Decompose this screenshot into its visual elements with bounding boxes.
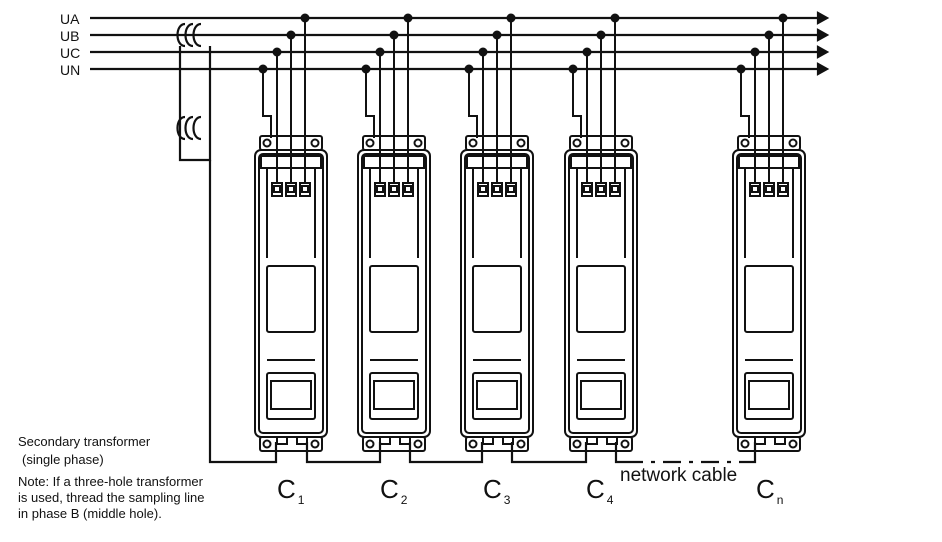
device-caption-sub: n: [777, 493, 784, 507]
device-wiring-5: [740, 18, 784, 183]
note-line2: is used, thread the sampling line: [18, 490, 204, 505]
bus-label-un: UN: [60, 62, 80, 78]
device-caption-sub: 2: [401, 493, 408, 507]
device-unit-1: [254, 135, 328, 452]
device-caption-main: C: [483, 474, 502, 504]
device-wiring-1: [262, 18, 306, 183]
bus-label-uc: UC: [60, 45, 80, 61]
device-unit-2: [357, 135, 431, 452]
device-caption-sub: 4: [607, 493, 614, 507]
device-caption-main: C: [277, 474, 296, 504]
device-caption-main: C: [380, 474, 399, 504]
junction-dots-2: [361, 13, 413, 74]
bus-lines: [90, 11, 830, 76]
note-line3: in phase B (middle hole).: [18, 506, 162, 521]
devices-layer: [254, 13, 806, 452]
device-caption-main: C: [756, 474, 775, 504]
device-wiring-3: [468, 18, 512, 183]
bus-arrow-ua: [816, 11, 830, 25]
device-caption-main: C: [586, 474, 605, 504]
device-caption-sub: 3: [504, 493, 511, 507]
bus-arrow-ub: [816, 28, 830, 42]
device-unit-5: [732, 135, 806, 452]
bus-arrow-uc: [816, 45, 830, 59]
bus-arrow-un: [816, 62, 830, 76]
network-cable-label: network cable: [620, 465, 737, 486]
bus-label-ub: UB: [60, 28, 79, 44]
junction-dots-1: [258, 13, 310, 74]
transformer-label-line2: (single phase): [22, 452, 104, 467]
transformer-label-line1: Secondary transformer: [18, 434, 151, 449]
current-transformer-icon: [176, 22, 278, 464]
junction-dots-3: [464, 13, 516, 74]
network-cable: [305, 442, 757, 464]
device-wiring-2: [365, 18, 409, 183]
bus-label-ua: UA: [60, 11, 80, 27]
device-unit-3: [460, 135, 534, 452]
note-line1: Note: If a three-hole transformer: [18, 474, 204, 489]
device-caption-sub: 1: [298, 493, 305, 507]
device-wiring-4: [572, 18, 616, 183]
device-unit-4: [564, 135, 638, 452]
junction-dots-5: [736, 13, 788, 74]
junction-dots-4: [568, 13, 620, 74]
